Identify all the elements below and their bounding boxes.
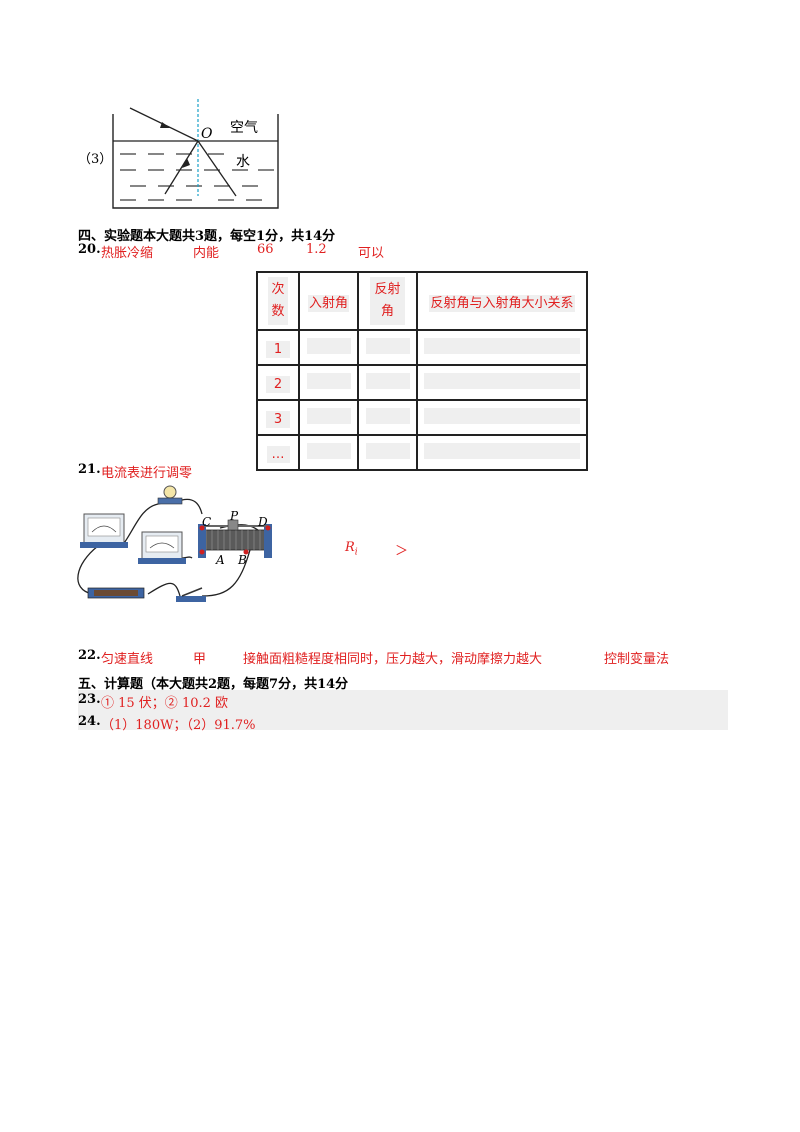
refraction-diagram: O 空气 水 [112, 99, 279, 209]
header-count: 次数 [256, 271, 300, 331]
q23-answer: ① 15 伏；② 10.2 欧 [101, 696, 229, 711]
calc-answers-block [78, 690, 728, 730]
rheostat [198, 519, 272, 558]
q20-answer-5: 可以 [358, 246, 385, 261]
section5-heading: 五、计算题（本大题共2题，每题7分，共14分 [78, 677, 349, 692]
ray-left-water [164, 140, 199, 195]
q20-answer-4: 1.2 [306, 242, 327, 257]
label-d: D [257, 515, 268, 529]
container-outline [112, 114, 279, 209]
water-label: 水 [236, 154, 250, 170]
battery [87, 587, 145, 599]
q20-answer-1: 热胀冷缩 [101, 246, 154, 261]
voltmeter [138, 531, 186, 564]
label-a: A [215, 553, 225, 567]
ammeter [80, 513, 128, 548]
q20-answer-3: 66 [257, 242, 274, 257]
water-dashes [120, 153, 274, 201]
q22-number: 22. [78, 648, 101, 663]
q21-number: 21. [78, 462, 101, 477]
section4-heading: 四、实验题本大题共3题，每空1分，共14分 [78, 229, 336, 244]
air-label: 空气 [230, 120, 258, 136]
wire-left [77, 545, 99, 595]
wire-bottom-mid [147, 582, 181, 597]
q20-number: 20. [78, 242, 101, 257]
q20-answer-2: 内能 [193, 246, 220, 261]
experiment-table: 次数 入射角 反射角 反射角与入射角大小关系 1 2 3 … [256, 271, 588, 471]
q19-part-label: （3） [78, 152, 113, 167]
circuit-diagram: C P D A B [77, 485, 272, 602]
switch [176, 587, 206, 602]
label-p: P [229, 509, 239, 523]
label-b: B [237, 553, 247, 567]
q24-number: 24. [78, 714, 101, 729]
table-row: 2 [256, 364, 588, 401]
header-relation: 反射角与入射角大小关系 [416, 271, 588, 331]
q23-number: 23. [78, 692, 101, 707]
q21-compare: ＞ [395, 544, 409, 559]
q22-answer-1: 匀速直线 [101, 652, 154, 667]
header-reflection-angle: 反射角 [357, 271, 418, 331]
q22-answer-3: 接触面粗糙程度相同时，压力越大，滑动摩擦力越大 [243, 652, 543, 667]
ray-right-water [197, 140, 237, 197]
label-c: C [202, 515, 211, 529]
header-incident-angle: 入射角 [298, 271, 359, 331]
q22-answer-4: 控制变量法 [604, 652, 670, 667]
q24-answer: （1）180W；（2）91.7% [101, 718, 256, 733]
q21-answer: 电流表进行调零 [101, 466, 193, 481]
q21-r-symbol: Ri [345, 540, 358, 558]
table-row: 3 [256, 399, 588, 436]
table-row: … [256, 434, 588, 471]
lamp [157, 485, 183, 505]
table-header-row: 次数 入射角 反射角 反射角与入射角大小关系 [256, 271, 588, 331]
ray-arrow-air [160, 122, 170, 128]
wire-bottom-right [201, 549, 251, 597]
q22-answer-2: 甲 [193, 652, 207, 667]
point-o-label: O [201, 126, 213, 142]
ray-arrow-left [182, 158, 190, 168]
table-row: 1 [256, 329, 588, 366]
